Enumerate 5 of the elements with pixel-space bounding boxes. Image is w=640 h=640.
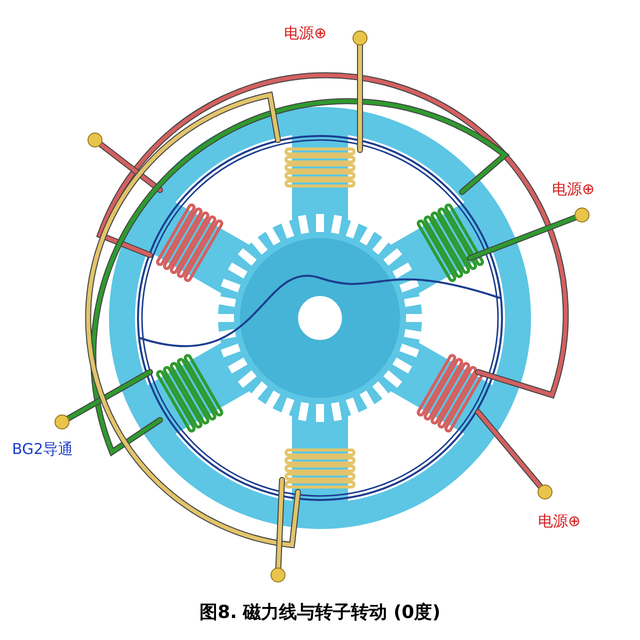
terminal-label: 电源⊕ (552, 180, 595, 199)
figure-caption: 图8. 磁力线与转子转动 (0度) (198, 601, 442, 624)
terminal-label: 电源⊕ (284, 24, 327, 43)
terminal-label: BG2导通 (12, 440, 74, 459)
terminal-label: 电源⊕ (538, 512, 581, 531)
